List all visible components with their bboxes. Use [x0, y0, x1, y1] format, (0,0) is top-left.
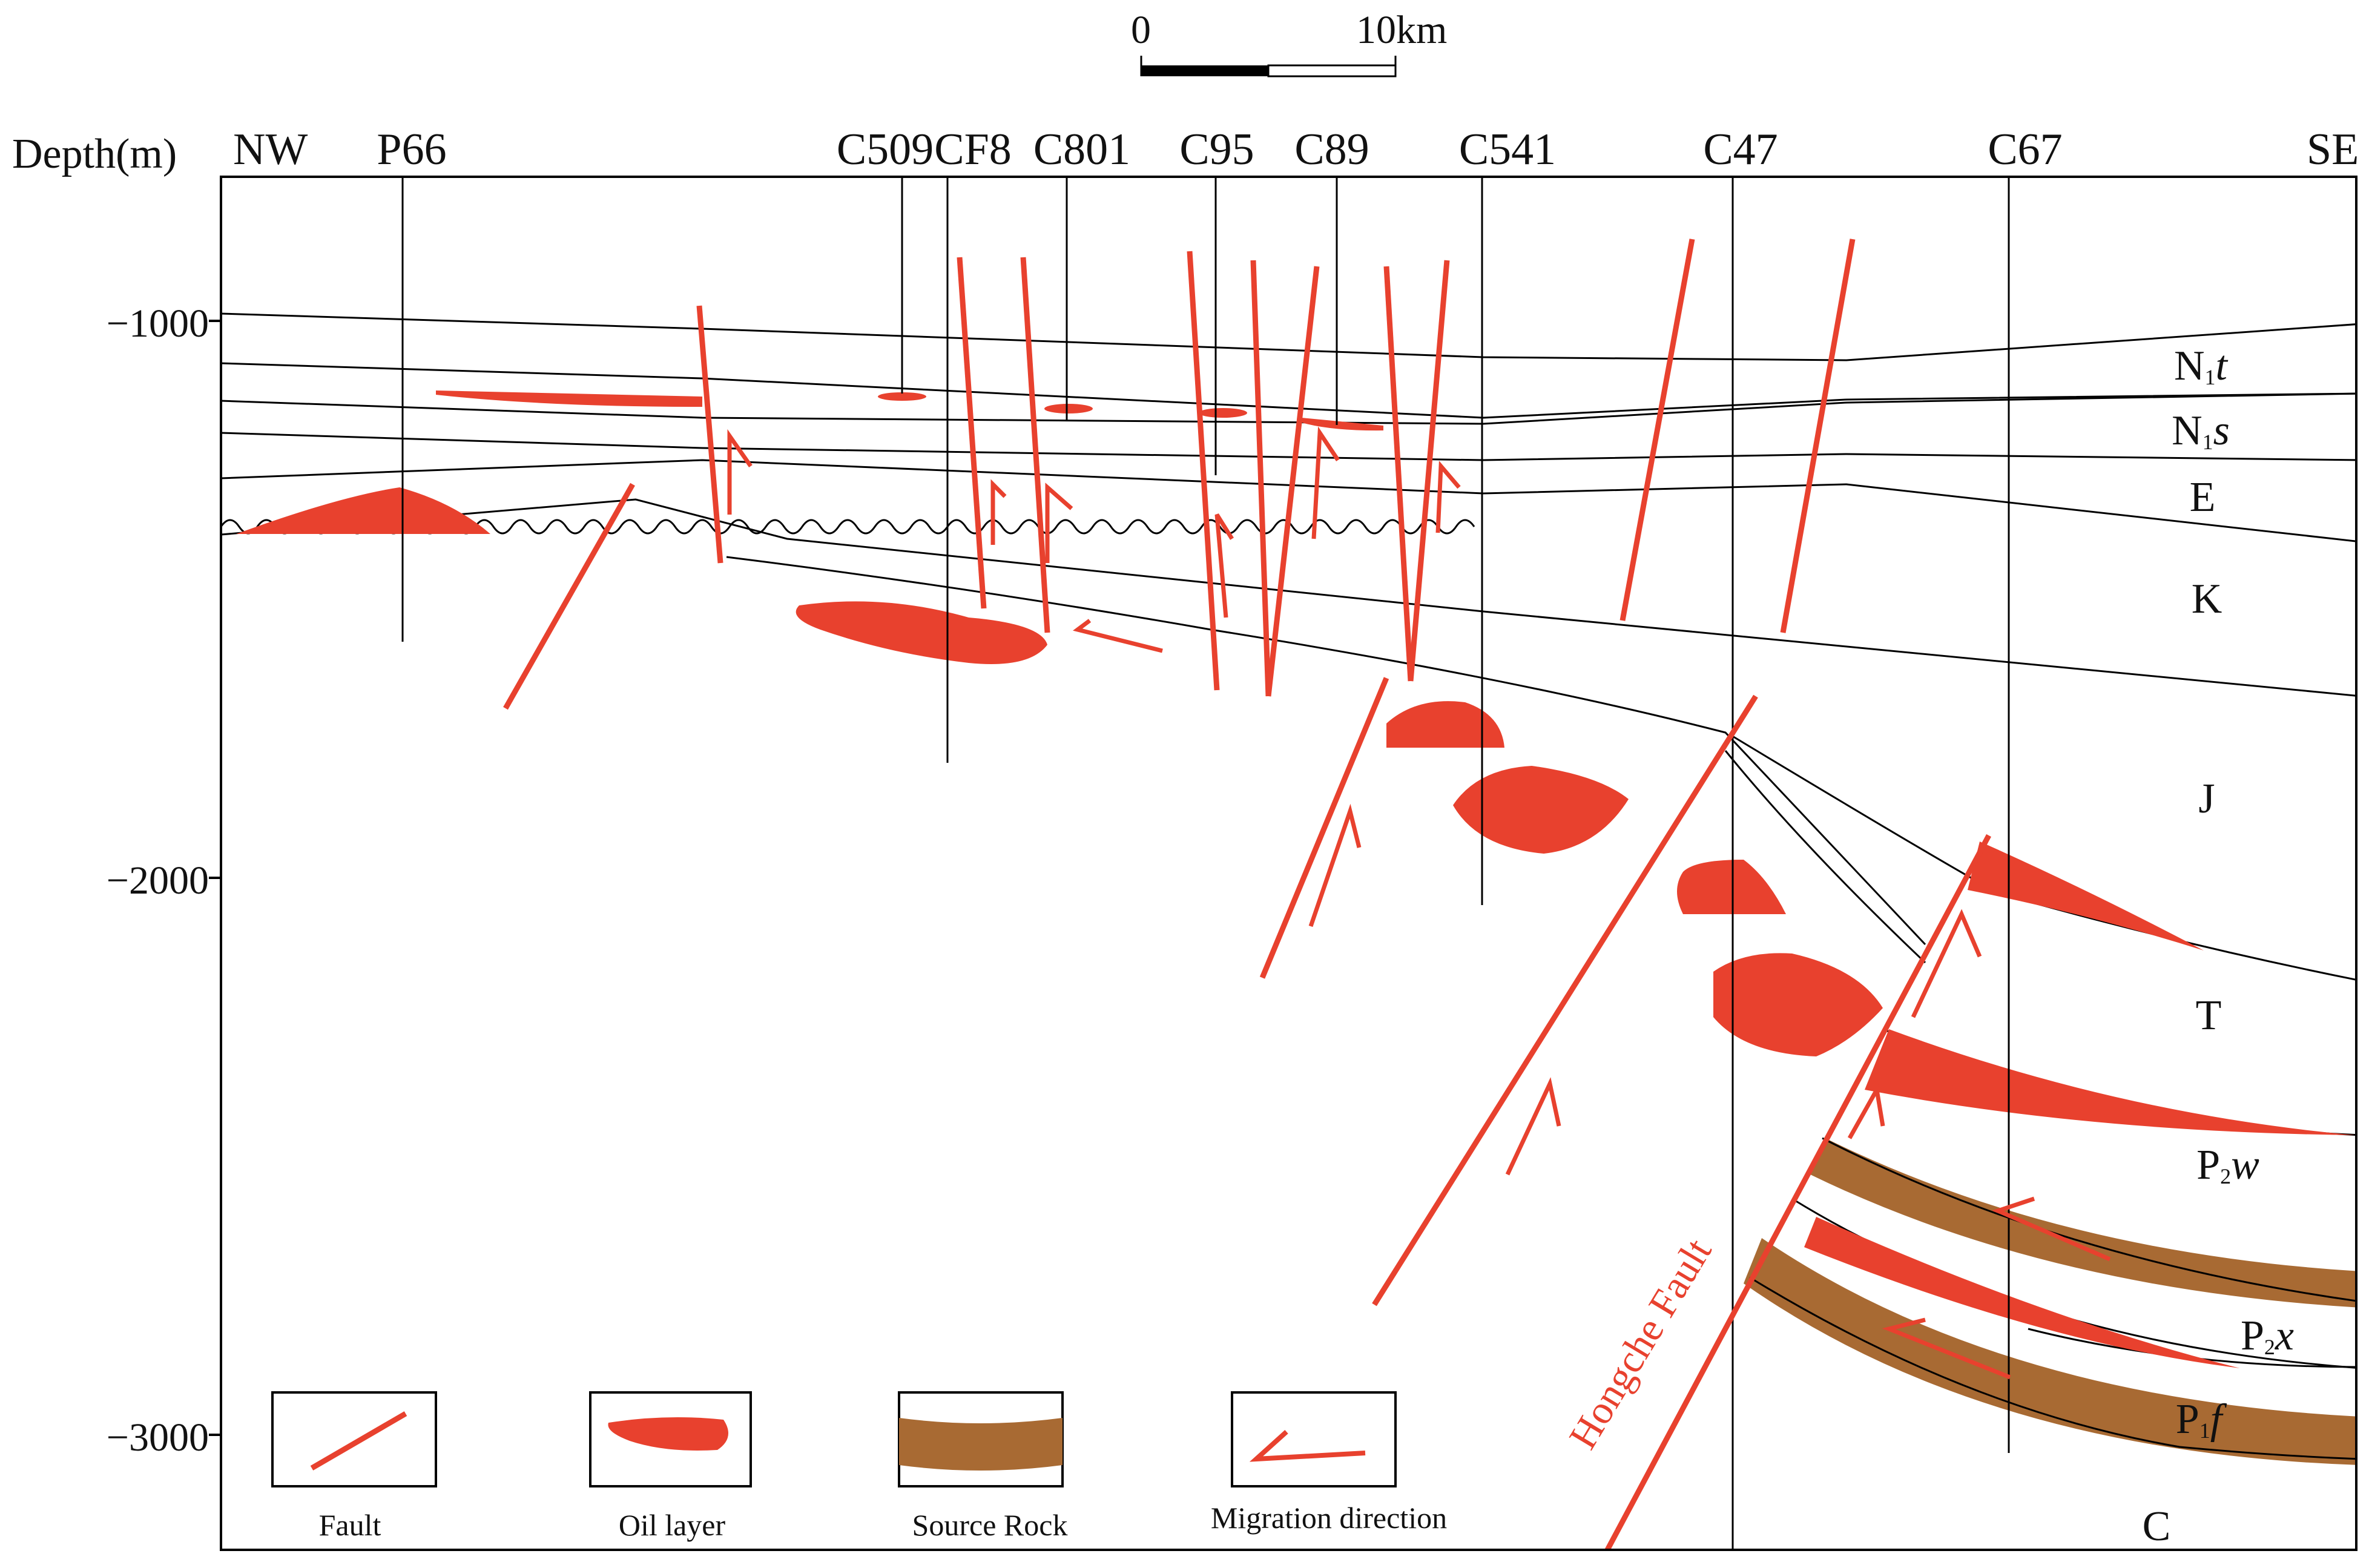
legend-oil-label: Oil layer [618, 1508, 726, 1542]
strata-label-p2w: P2w [2196, 1142, 2259, 1188]
depth-axis-label: Depth(m) [12, 131, 177, 177]
legend-oil-symbol [608, 1417, 728, 1451]
unconformity-line-deep-2 [1724, 750, 1926, 964]
legend-fault-box [271, 1391, 437, 1487]
depth-tick-1000: −1000 [106, 301, 209, 346]
legend-migration-label: Migration direction [1210, 1501, 1448, 1535]
strata-label-t: T [2195, 992, 2222, 1039]
depth-ticks [209, 320, 221, 1436]
well-label-c95: C95 [1179, 125, 1254, 174]
unconformity-line-base [1749, 1276, 2356, 1460]
legend [271, 1391, 1397, 1487]
scale-bar [1140, 56, 1397, 77]
legend-migration-box [1231, 1391, 1397, 1487]
migration-arrows [727, 426, 2111, 1380]
well-label-cf8: CF8 [934, 125, 1012, 174]
well-label-c541: C541 [1458, 125, 1557, 174]
strata-label-p2x: P2x [2240, 1313, 2295, 1359]
faults [503, 239, 1991, 1550]
legend-source-label: Source Rock [912, 1508, 1068, 1542]
strata-label-n1s: N1s [2172, 407, 2230, 454]
strata-label-j: J [2198, 776, 2215, 822]
oil-layers [236, 390, 2355, 1368]
source-rock-band-lower [1744, 1238, 2356, 1465]
source-rock-band-upper [1810, 1138, 2356, 1308]
well-label-c801: C801 [1033, 125, 1131, 174]
legend-migration-symbol [1249, 1430, 1366, 1462]
well-label-p66: P66 [377, 125, 447, 174]
legend-fault-label: Fault [318, 1508, 381, 1542]
well-label-c67: C67 [1988, 125, 2063, 174]
scale-start-label: 0 [1131, 8, 1151, 52]
strata-label-k: K [2191, 576, 2222, 622]
depth-tick-3000: −3000 [106, 1415, 209, 1460]
well-lines [401, 177, 2010, 1550]
strata-label-c: C [2142, 1503, 2171, 1550]
legend-source-symbol [899, 1418, 1063, 1471]
strata-label-n1t: N1t [2173, 343, 2228, 389]
orientation-se: SE [2307, 125, 2359, 174]
scale-end-label: 10km [1356, 8, 1448, 52]
strata-label-e: E [2189, 474, 2216, 521]
well-label-c47: C47 [1703, 125, 1778, 174]
legend-fault-symbol [310, 1411, 407, 1471]
well-label-c509: C509 [836, 125, 934, 174]
depth-tick-2000: −2000 [106, 858, 209, 903]
orientation-nw: NW [233, 125, 308, 174]
strata-label-p1f: P1f [2175, 1396, 2222, 1443]
section-frame [220, 176, 2357, 1551]
well-label-c89: C89 [1294, 125, 1369, 174]
unconformity-line-deep [726, 556, 1926, 946]
